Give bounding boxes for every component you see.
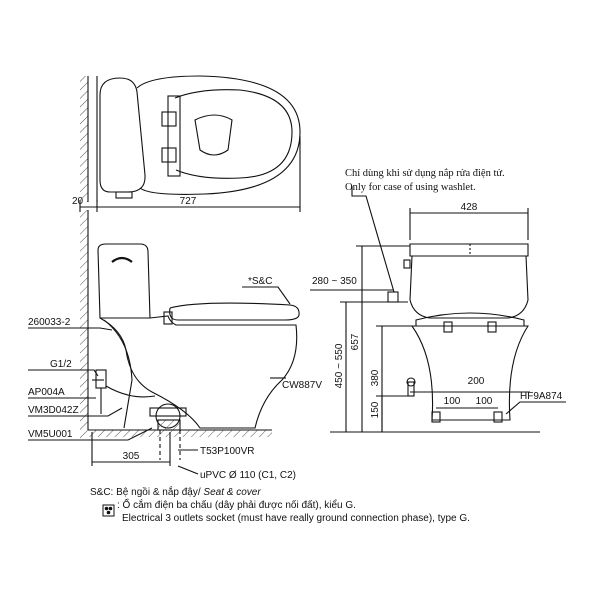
label-g1-2: G1/2 <box>50 359 72 370</box>
dim-200: 200 <box>468 376 485 387</box>
front-view <box>310 186 566 433</box>
dim-20: 20 <box>72 196 84 207</box>
label-seat-cover: *S&C <box>248 276 272 287</box>
label-cw887v: CW887V <box>282 380 322 391</box>
legend-socket-en: Electrical 3 outlets socket (must have r… <box>122 513 470 524</box>
legend-seat-cover: S&C: Bệ ngồi & nắp đậy/ Seat & cover <box>90 487 261 498</box>
label-vm5u001: VM5U001 <box>28 429 73 440</box>
wall-hatch-top <box>80 76 88 202</box>
socket-symbol-icon <box>102 504 115 517</box>
side-view <box>28 210 300 475</box>
label-ap004a: AP004A <box>28 387 65 398</box>
dim-657: 657 <box>350 333 361 350</box>
legend: S&C: Bệ ngồi & nắp đậy/ Seat & cover : Ổ… <box>90 486 470 525</box>
dim-100-left: 100 <box>444 396 461 407</box>
dim-305: 305 <box>123 451 140 462</box>
dim-450-550: 450 ~ 550 <box>334 343 345 388</box>
label-upvc-110: uPVC Ø 110 (C1, C2) <box>200 470 296 481</box>
label-vm3d042z: VM3D042Z <box>28 405 79 416</box>
label-t53p100vr: T53P100VR <box>200 446 254 457</box>
dim-727: 727 <box>180 196 197 207</box>
wall-hatch-side <box>80 210 88 438</box>
dim-280-350: 280 ~ 350 <box>312 276 357 287</box>
dim-428: 428 <box>461 202 478 213</box>
note-washlet-en: Only for case of using washlet. <box>345 182 476 193</box>
dim-100-right: 100 <box>476 396 493 407</box>
legend-socket-vi: : Ổ cắm điện ba chấu (dây phải được nối … <box>117 500 356 511</box>
top-view <box>79 75 301 212</box>
label-260033-2: 260033-2 <box>28 317 71 328</box>
dim-150: 150 <box>370 401 381 418</box>
note-washlet-vi: Chỉ dùng khi sử dụng nắp rửa điện tử. <box>345 168 505 179</box>
label-hf9a874: HF9A874 <box>520 391 563 402</box>
dim-380: 380 <box>370 369 381 386</box>
